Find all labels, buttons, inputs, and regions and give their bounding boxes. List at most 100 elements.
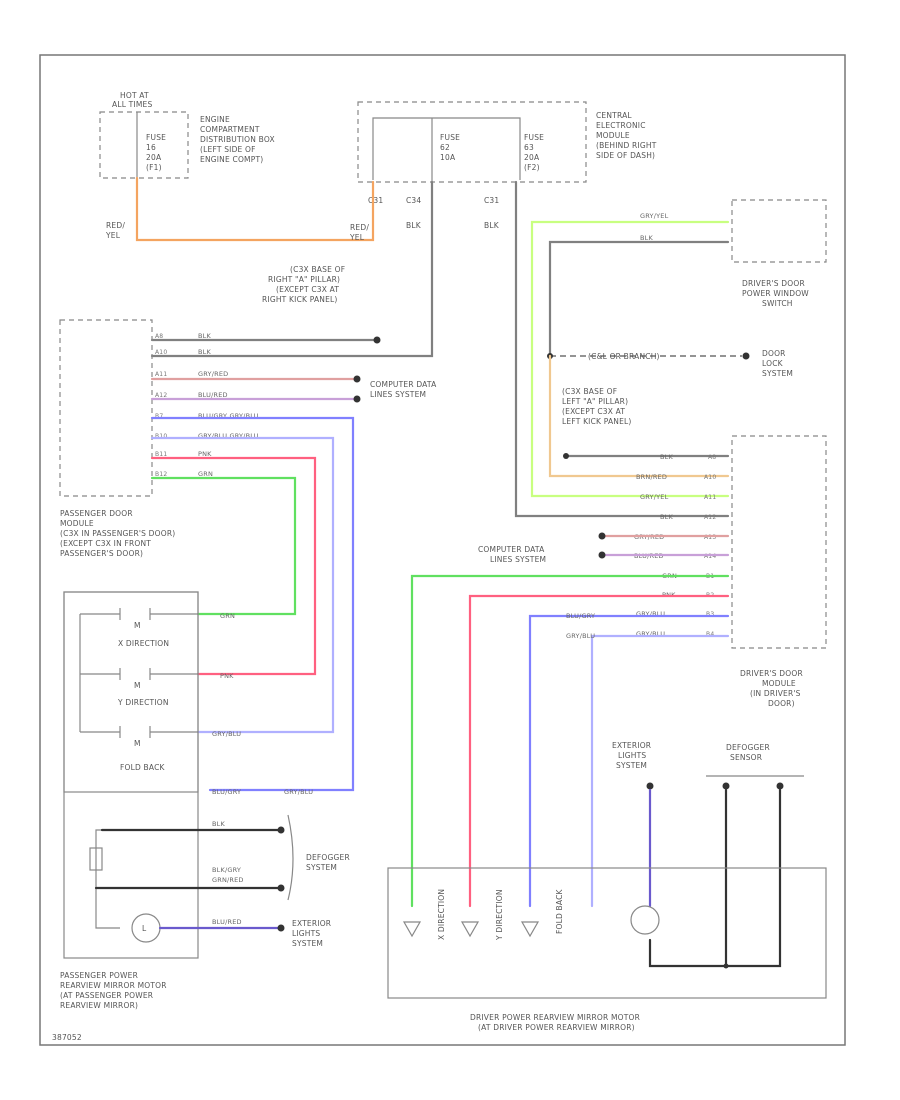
dpm-label-2: (AT DRIVER POWER REARVIEW MIRROR): [478, 1023, 635, 1032]
wire-blk-driver-defog: [648, 788, 728, 968]
fuse-62-num: 62: [440, 143, 450, 152]
svg-text:B3: B3: [706, 611, 714, 618]
ddm-label-1: DRIVER'S DOOR: [740, 669, 803, 678]
left-pillar-label-4: LEFT KICK PANEL): [562, 417, 632, 426]
cem-label-4: (BEHIND RIGHT: [596, 141, 657, 150]
pillar-label-1: (C3X BASE OF: [290, 265, 345, 274]
defogger-label-3: DEFOGGER: [726, 743, 770, 752]
svg-text:M: M: [134, 739, 141, 748]
svg-text:BLK: BLK: [198, 332, 211, 340]
defogger-label-4: SENSOR: [730, 753, 762, 762]
hot-label: HOT AT: [120, 91, 149, 100]
wire-grn-right: [410, 574, 730, 908]
cem-label-1: CENTRAL: [596, 111, 632, 120]
svg-text:M: M: [134, 621, 141, 630]
svg-text:GRY/RED: GRY/RED: [198, 370, 228, 378]
engine-box-label-1: ENGINE: [200, 115, 230, 124]
driver-pin-labels: A8 A10 A11 A12 A13 A14 B1 B2 B3 B4: [704, 454, 716, 638]
drivers-door-module: [731, 435, 827, 649]
computer-data-connector-1: [353, 375, 361, 383]
svg-text:GRY/YEL: GRY/YEL: [640, 493, 669, 501]
fuse-63-id: (F2): [524, 163, 540, 172]
door-lock-mid-label: (C&L OR BRANCH): [588, 352, 660, 361]
ppm-label-2: REARVIEW MIRROR MOTOR: [60, 981, 167, 990]
svg-text:A13: A13: [704, 534, 716, 541]
engine-box-label-2: COMPARTMENT: [200, 125, 260, 134]
diagram-frame: [39, 54, 846, 1046]
ext-lights-label-2: LIGHTS: [292, 929, 320, 938]
pillar-label-3: (EXCEPT C3X AT: [276, 285, 339, 294]
wire-label-grn-red: GRN/RED: [212, 876, 244, 884]
cem-label-2: ELECTRONIC: [596, 121, 646, 130]
ddpw-label-3: SWITCH: [762, 299, 793, 308]
wire-label-blk-a: BLK: [406, 221, 422, 230]
svg-text:A12: A12: [704, 514, 716, 521]
svg-text:A8: A8: [155, 333, 163, 340]
svg-text:PNK: PNK: [198, 450, 212, 458]
passenger-mirror-motor-box: [63, 591, 199, 959]
wire-label-red-3: RED/: [350, 223, 369, 232]
svg-text:FOLD BACK: FOLD BACK: [120, 763, 166, 772]
svg-text:A8: A8: [708, 454, 716, 461]
defogger-label-1: DEFOGGER: [306, 853, 350, 862]
svg-text:A11: A11: [704, 494, 716, 501]
ddpw-label-1: DRIVER'S DOOR: [742, 279, 805, 288]
svg-text:GRN: GRN: [198, 470, 213, 478]
defogger-label-2: SYSTEM: [306, 863, 337, 872]
svg-text:BRN/RED: BRN/RED: [636, 473, 667, 481]
computer-data-label-4: LINES SYSTEM: [490, 555, 546, 564]
ppm-label-1: PASSENGER POWER: [60, 971, 138, 980]
wire-label-grn: GRN: [220, 612, 235, 620]
wire-blu-gry-right: [528, 614, 730, 908]
wire-gry-yel: [530, 220, 730, 498]
computer-data-label-3: COMPUTER DATA: [478, 545, 545, 554]
wire-blk-gry-driver-defog: [724, 788, 782, 968]
left-pillar-label-1: (C3X BASE OF: [562, 387, 617, 396]
driver-motor-switches: X DIRECTION Y DIRECTION FOLD BACK: [402, 888, 660, 941]
computer-data-connector-3: [598, 532, 606, 540]
computer-data-connector-4: [598, 551, 606, 559]
driver-defogger-connector-2: [776, 782, 784, 790]
fuse-62-amp: 10A: [440, 153, 456, 162]
svg-text:X DIRECTION: X DIRECTION: [437, 889, 446, 940]
driver-mirror-motor-box: [387, 867, 827, 999]
pdm-label-2: MODULE: [60, 519, 94, 528]
svg-text:B12: B12: [155, 471, 167, 478]
cem-label-5: SIDE OF DASH): [596, 151, 655, 160]
wire-label-gry-blu-2: GRY/BLU: [284, 788, 313, 796]
wire-label-blk: BLK: [212, 820, 225, 828]
fuse-63-label: FUSE: [524, 133, 544, 142]
wire-blk-door: [548, 240, 730, 358]
pillar-label-4: RIGHT KICK PANEL): [262, 295, 338, 304]
passenger-defogger-circuit: L: [89, 814, 294, 943]
svg-text:BLU/RED: BLU/RED: [198, 391, 228, 399]
wire-label-blu-gry-drv: BLU/GRY: [566, 612, 595, 620]
wire-gry-blu-right: [590, 634, 730, 908]
ppm-label-4: REARVIEW MIRROR): [60, 1001, 138, 1010]
svg-text:B4: B4: [706, 631, 714, 638]
svg-text:GRY/BLU: GRY/BLU: [636, 630, 665, 638]
wire-grn-left: [150, 476, 297, 616]
door-lock-connector: [742, 352, 750, 360]
fuse-16-id: (F1): [146, 163, 162, 172]
wire-red-yel: [135, 176, 375, 242]
door-lock-label-3: SYSTEM: [762, 369, 793, 378]
svg-text:M: M: [134, 681, 141, 690]
wire-pnk-left: [150, 456, 317, 676]
svg-text:GRY/BLU: GRY/BLU: [636, 610, 665, 618]
svg-text:B11: B11: [155, 451, 167, 458]
ppm-label-3: (AT PASSENGER POWER: [60, 991, 153, 1000]
ground-connector: [373, 336, 381, 344]
svg-text:A12: A12: [155, 392, 167, 399]
ext-lights-label-3: SYSTEM: [292, 939, 323, 948]
svg-text:Y DIRECTION: Y DIRECTION: [117, 698, 169, 707]
wire-label-red-2: YEL: [105, 231, 121, 240]
ddm-label-2: MODULE: [762, 679, 796, 688]
wire-label-pnk: PNK: [220, 672, 234, 680]
cem-fuse-box: [357, 101, 587, 183]
ground-left-pillar: [563, 453, 569, 459]
cem-label-3: MODULE: [596, 131, 630, 140]
engine-box-label-4: (LEFT SIDE OF: [200, 145, 256, 154]
pdm-label-5: PASSENGER'S DOOR): [60, 549, 143, 558]
dpm-label-1: DRIVER POWER REARVIEW MIRROR MOTOR: [470, 1013, 640, 1022]
